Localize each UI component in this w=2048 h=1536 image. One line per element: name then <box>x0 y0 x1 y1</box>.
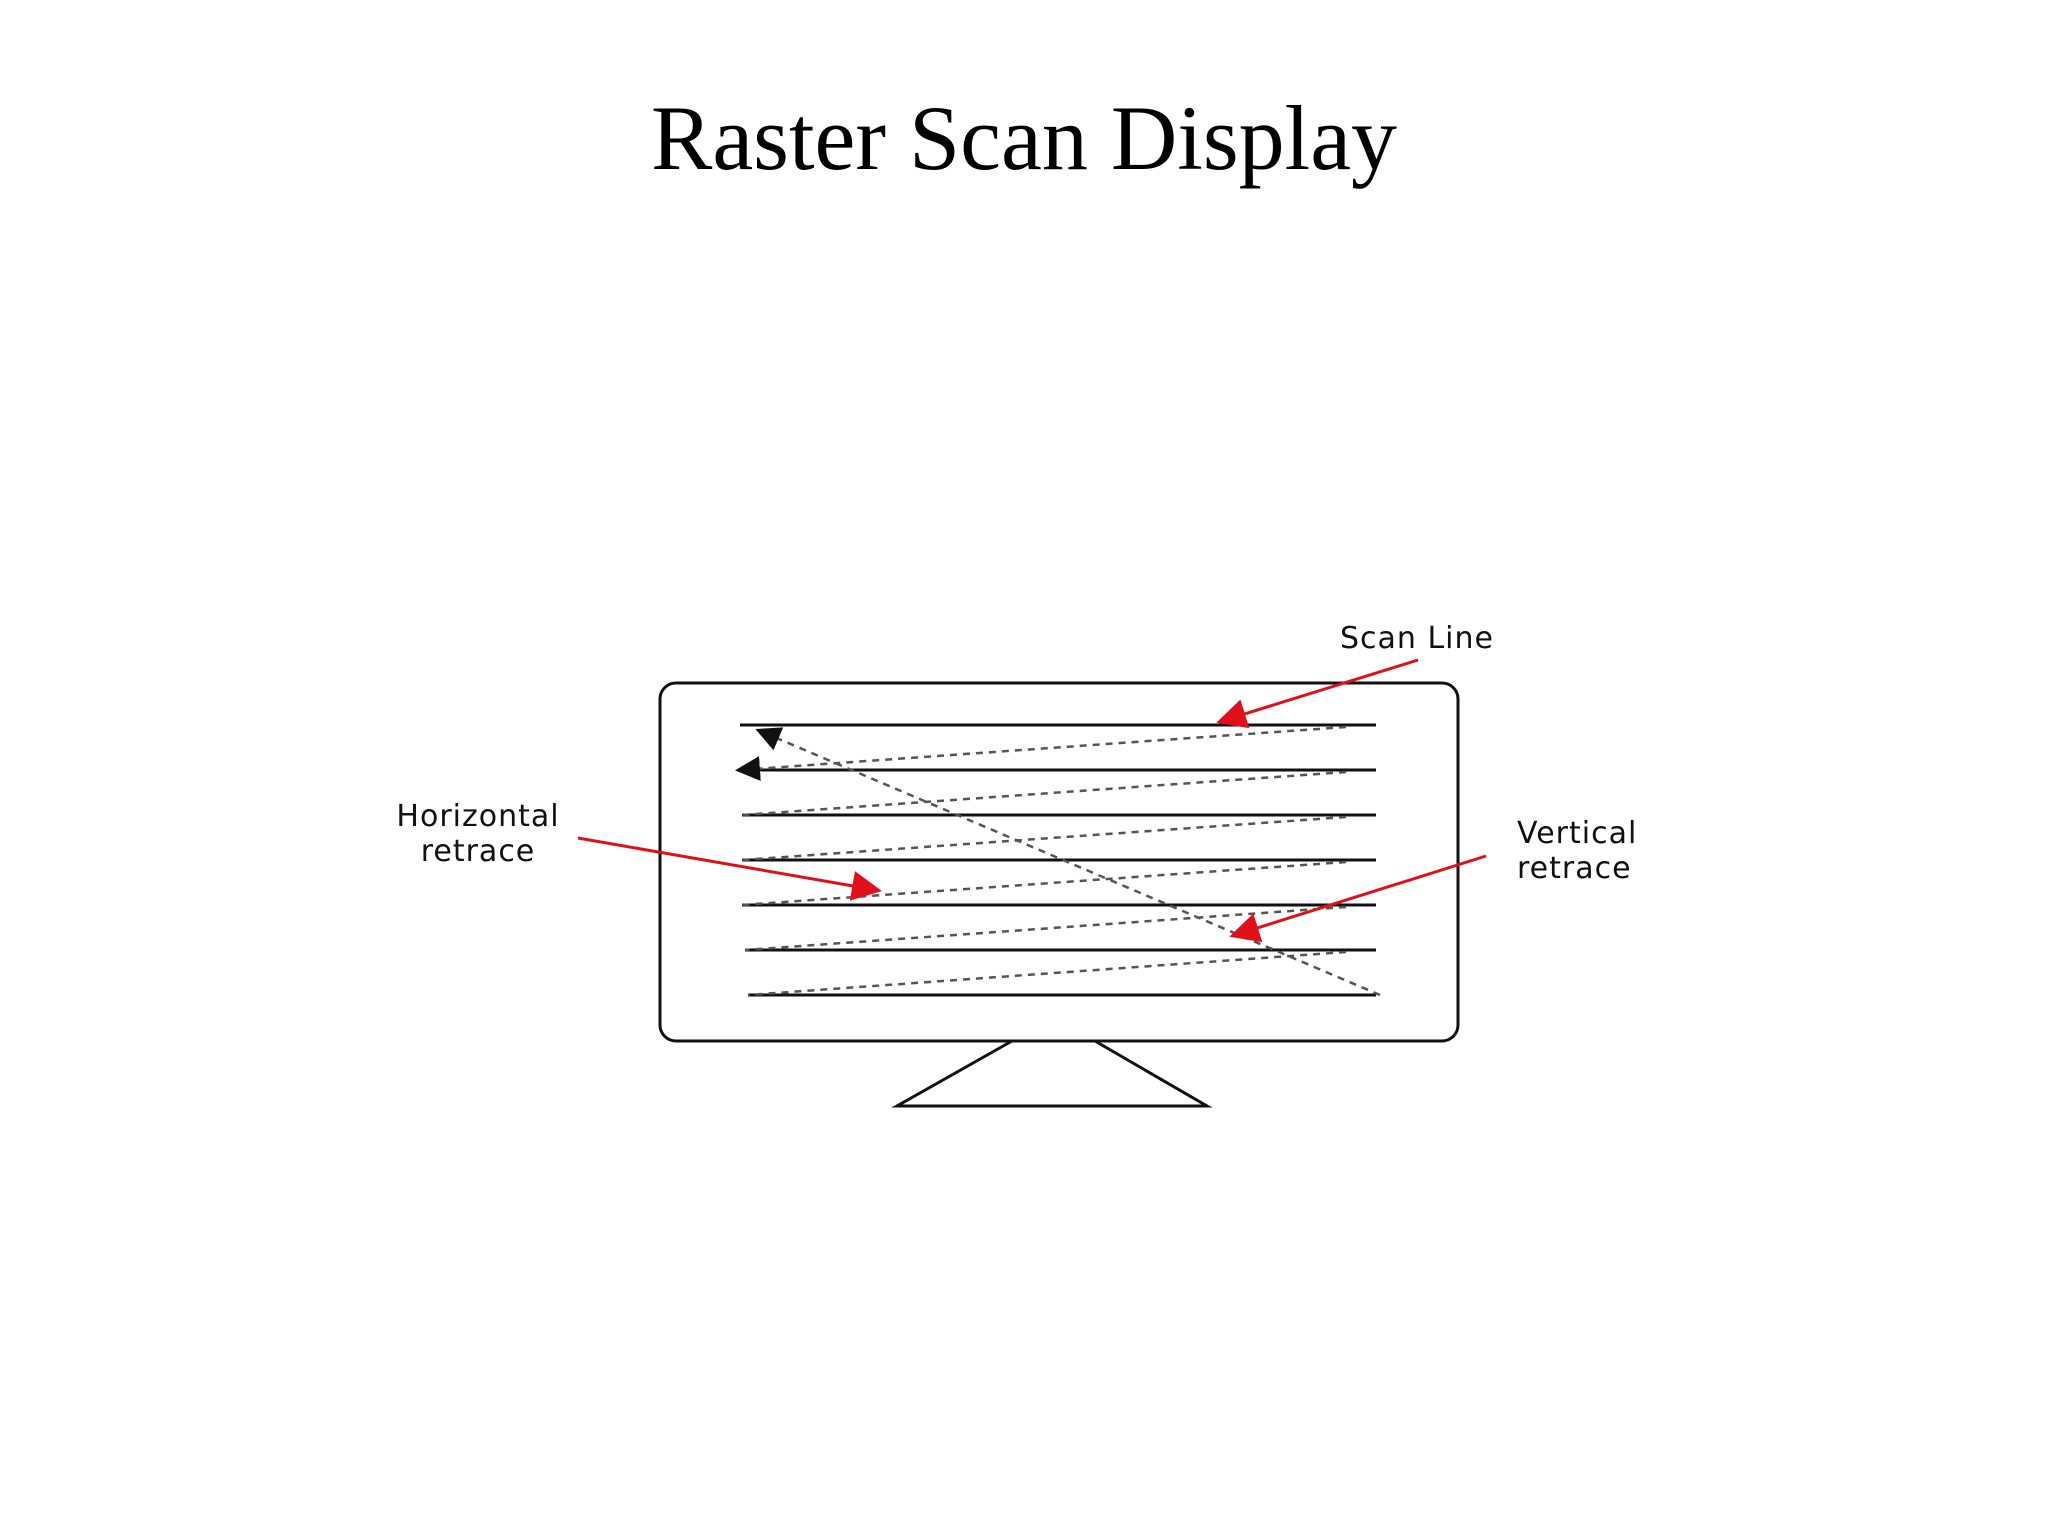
horizontal-retrace-line <box>744 905 1347 952</box>
horizontal-retrace-lines-group <box>735 725 1347 997</box>
slide-title: Raster Scan Display <box>650 87 1398 189</box>
horizontal-retrace-line <box>741 860 1347 907</box>
scan-line-label: Scan Line <box>1340 621 1494 656</box>
vertical-retrace-label-line1: Vertical <box>1517 816 1637 851</box>
vertical-retrace-label-line2: retrace <box>1517 851 1632 886</box>
horizontal-retrace-line <box>741 770 1347 817</box>
scan-line-arrow <box>1216 658 1419 729</box>
vertical-retrace-line <box>755 727 1381 997</box>
horizontal-retrace-line <box>735 725 1347 782</box>
horizontal-retrace-label-line1: Horizontal <box>396 799 559 834</box>
vertical-retrace-arrow <box>1229 854 1487 943</box>
scan-lines-group <box>740 723 1376 997</box>
monitor-stand <box>891 1039 1213 1108</box>
monitor-screen <box>658 681 1460 1043</box>
horizontal-retrace-line <box>747 950 1347 997</box>
horizontal-retrace-label-line2: retrace <box>421 834 536 869</box>
horizontal-retrace-arrow <box>577 836 882 901</box>
horizontal-retrace-line <box>741 815 1347 862</box>
